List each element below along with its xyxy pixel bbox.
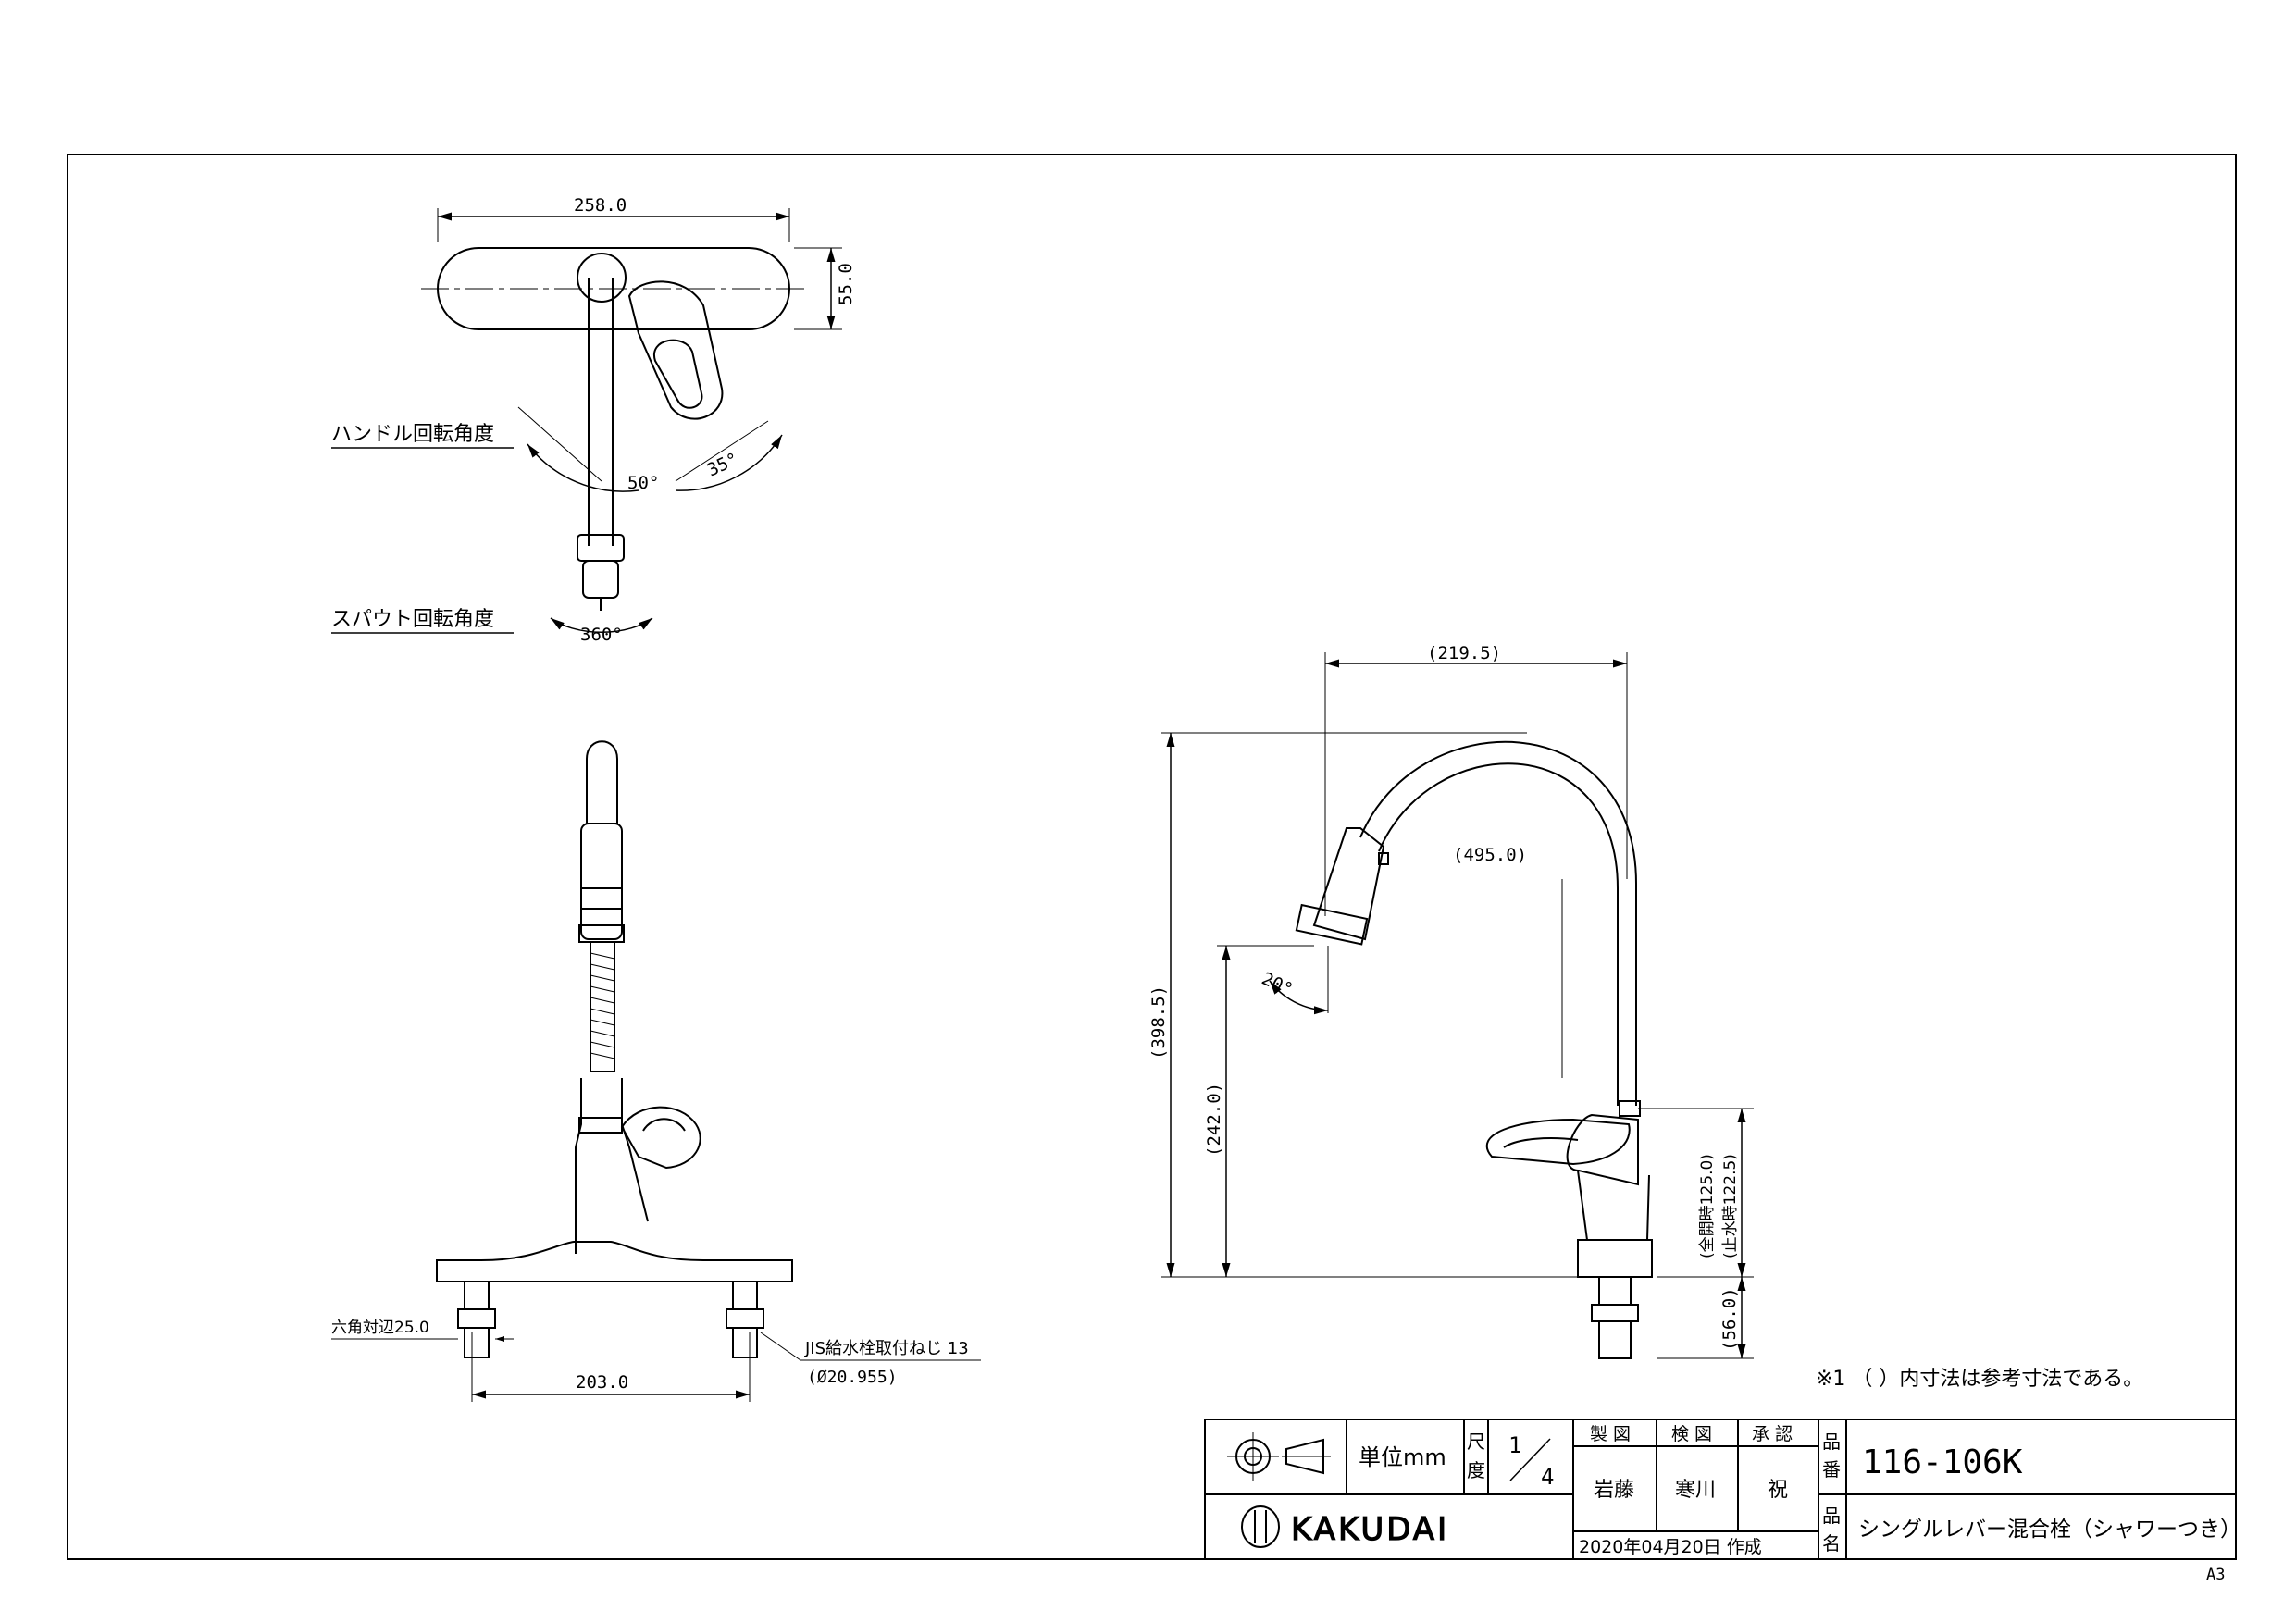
part-name-label-2: 名 (1822, 1532, 1841, 1555)
scale-num: 1 (1508, 1432, 1521, 1458)
front-shower-head (580, 823, 623, 940)
company-logo-text: KAKUDAI (1291, 1511, 1449, 1548)
side-lever (1485, 1118, 1631, 1166)
date-text: 2020年04月20日 作成 (1579, 1537, 1762, 1557)
reference-note: ※1 （ ）内寸法は参考寸法である。 (1816, 1368, 2143, 1391)
name-draw: 岩藤 (1594, 1479, 1634, 1502)
role-draw: 製 図 (1590, 1424, 1631, 1444)
handle-angle-label: ハンドル回転角度 (331, 423, 494, 446)
front-pitch-dim: 203.0 (576, 1372, 628, 1393)
front-thread-label: JIS給水栓取付ねじ 13 (804, 1339, 969, 1358)
part-no-label-1: 品 (1822, 1431, 1841, 1453)
title-block (1204, 1419, 2237, 1560)
side-gooseneck (1359, 740, 1637, 1106)
side-reach-dim: (219.5) (1427, 643, 1501, 663)
side-spout-inner-dim: (495.0) (1453, 845, 1527, 865)
unit-label: 単位mm (1359, 1444, 1446, 1470)
scale-den: 4 (1541, 1464, 1554, 1490)
drawing-frame (67, 154, 2237, 1560)
side-stop-dim: (止水時122.5) (1721, 1154, 1740, 1258)
name-check: 寒川 (1675, 1479, 1716, 1502)
front-view (331, 740, 981, 1402)
top-depth-dim: 55.0 (836, 263, 856, 305)
scale-label-1: 尺 (1467, 1431, 1485, 1453)
top-width-dim: 258.0 (574, 195, 627, 216)
handle-right-angle: 35° (704, 449, 741, 480)
front-thread-dia: (Ø20.955) (807, 1368, 898, 1387)
side-height-dim: (398.5) (1148, 985, 1169, 1059)
front-deck-plate (436, 1241, 793, 1282)
side-spout-height-dim: (242.0) (1204, 1083, 1224, 1157)
front-hex-dim: 六角対辺25.0 (331, 1319, 429, 1337)
side-base-dim: (56.0) (1719, 1287, 1740, 1351)
part-name-label-1: 品 (1822, 1505, 1841, 1527)
sheet-size: A3 (2206, 1566, 2225, 1584)
side-angle-dim: 20° (1259, 969, 1296, 1000)
name-approve: 祝 (1768, 1479, 1788, 1502)
side-full-open-dim: (全開時125.0) (1698, 1154, 1717, 1258)
part-no-label-2: 番 (1822, 1458, 1841, 1481)
role-approve: 承 認 (1752, 1424, 1793, 1444)
part-number: 116-106K (1862, 1443, 2023, 1481)
side-view (1161, 652, 1754, 1359)
handle-left-angle: 50° (627, 473, 659, 493)
scale-label-2: 度 (1467, 1459, 1485, 1481)
part-name: シングルレバー混合栓（シャワーつき） (1858, 1518, 2241, 1542)
spout-rotation-dim: 360° (580, 625, 623, 645)
top-view (331, 208, 842, 634)
spout-angle-label: スパウト回転角度 (331, 608, 494, 631)
role-check: 検 図 (1671, 1424, 1712, 1444)
